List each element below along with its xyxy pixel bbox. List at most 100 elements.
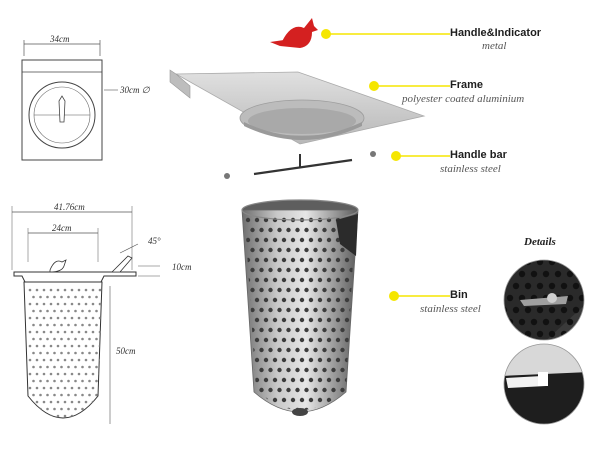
perforation-hole bbox=[326, 257, 332, 263]
perforation-hole bbox=[548, 282, 556, 290]
perforation-hole bbox=[264, 418, 268, 422]
perforation-hole bbox=[88, 422, 91, 425]
perforation-hole bbox=[70, 372, 74, 376]
perforation-hole bbox=[245, 377, 251, 383]
perforation-hole bbox=[268, 227, 273, 233]
perforation-hole bbox=[95, 295, 98, 299]
perforation-hole bbox=[91, 372, 95, 376]
perforation-hole bbox=[74, 422, 77, 425]
perforation-hole bbox=[567, 343, 573, 349]
perforation-hole bbox=[548, 330, 556, 338]
perforation-hole bbox=[272, 317, 278, 323]
perforation-hole bbox=[245, 337, 251, 343]
callout-frame-title: Frame bbox=[450, 79, 484, 91]
perforation-hole bbox=[67, 379, 70, 383]
perforation-hole bbox=[39, 337, 42, 341]
perforation-hole bbox=[299, 317, 305, 323]
perforation-hole bbox=[60, 393, 63, 397]
perforation-hole bbox=[318, 418, 322, 422]
perforation-hole bbox=[259, 247, 264, 253]
perforation-hole bbox=[277, 247, 282, 253]
perforation-hole bbox=[326, 357, 332, 363]
perforation-hole bbox=[331, 267, 336, 273]
perforation-hole bbox=[81, 323, 84, 327]
perforation-hole bbox=[291, 418, 295, 422]
perforation-hole bbox=[28, 372, 32, 376]
perforation-hole bbox=[53, 351, 56, 355]
perforation-hole bbox=[88, 323, 91, 327]
perforation-hole bbox=[506, 294, 514, 302]
perforation-hole bbox=[42, 330, 46, 334]
perforation-hole bbox=[317, 397, 323, 403]
perforation-hole bbox=[317, 377, 323, 383]
perforation-hole bbox=[81, 393, 84, 397]
perforation-hole bbox=[272, 257, 278, 263]
perforation-hole bbox=[277, 227, 282, 233]
perforation-hole bbox=[60, 365, 63, 369]
perforation-hole bbox=[286, 347, 291, 353]
perforation-hole bbox=[70, 316, 74, 320]
perforation-hole bbox=[77, 400, 81, 404]
perforation-hole bbox=[572, 282, 580, 290]
perforation-hole bbox=[67, 295, 70, 299]
perforation-hole bbox=[39, 323, 42, 327]
perforation-hole bbox=[39, 351, 42, 355]
perforation-hole bbox=[313, 327, 318, 333]
perforation-hole bbox=[322, 267, 327, 273]
perforation-hole bbox=[277, 327, 282, 333]
perforation-hole bbox=[35, 288, 39, 292]
perforation-hole bbox=[349, 387, 354, 393]
perforation-hole bbox=[259, 267, 264, 273]
perforation-hole bbox=[290, 357, 296, 363]
perforation-hole bbox=[70, 302, 74, 306]
perforation-hole bbox=[317, 317, 323, 323]
perforation-hole bbox=[524, 282, 532, 290]
perforation-hole bbox=[572, 260, 580, 266]
callout-bin-title: Bin bbox=[450, 289, 468, 301]
dim-depth-symbol: ∅ bbox=[141, 85, 150, 95]
callout-dots bbox=[321, 29, 401, 301]
perforation-hole bbox=[29, 429, 32, 432]
perforation-hole bbox=[304, 327, 309, 333]
perforation-hole bbox=[32, 393, 35, 397]
perforation-hole bbox=[63, 288, 67, 292]
perforation-hole bbox=[268, 327, 273, 333]
perforation-hole bbox=[95, 393, 98, 397]
perforation-hole bbox=[322, 367, 327, 373]
perforation-hole bbox=[255, 418, 259, 422]
perforation-hole bbox=[60, 309, 63, 313]
perforation-hole bbox=[88, 295, 91, 299]
perforation-hole bbox=[290, 337, 296, 343]
perforation-hole bbox=[268, 407, 273, 410]
perforation-hole bbox=[542, 270, 550, 278]
perforation-hole bbox=[92, 429, 95, 432]
callout-dot-bin bbox=[389, 291, 399, 301]
perforation-hole bbox=[304, 307, 309, 313]
perforation-hole bbox=[281, 257, 287, 263]
perforation-hole bbox=[49, 288, 53, 292]
perforation-hole bbox=[42, 316, 46, 320]
perforation-hole bbox=[281, 357, 287, 363]
perforation-hole bbox=[60, 295, 63, 299]
perforation-hole bbox=[53, 393, 56, 397]
perforation-hole bbox=[88, 309, 91, 313]
perforation-hole bbox=[340, 307, 345, 313]
perforation-hole bbox=[70, 330, 74, 334]
perforation-hole bbox=[56, 344, 60, 348]
perforation-hole bbox=[56, 302, 60, 306]
perforation-hole bbox=[286, 307, 291, 313]
perforation-hole bbox=[81, 337, 84, 341]
perforation-hole bbox=[98, 386, 102, 390]
perforation-hole bbox=[345, 418, 349, 422]
callout-handle-indicator-material: metal bbox=[482, 40, 507, 52]
perforation-hole bbox=[349, 347, 354, 353]
perforation-hole bbox=[308, 397, 314, 403]
perforation-hole bbox=[28, 358, 32, 362]
dim-top-width: 34cm bbox=[50, 34, 70, 44]
perforation-hole bbox=[290, 277, 296, 283]
perforation-hole bbox=[286, 247, 291, 253]
perforation-hole bbox=[46, 393, 49, 397]
details-heading: Details bbox=[524, 236, 556, 248]
callout-lines bbox=[326, 33, 450, 297]
perforation-hole bbox=[42, 358, 46, 362]
